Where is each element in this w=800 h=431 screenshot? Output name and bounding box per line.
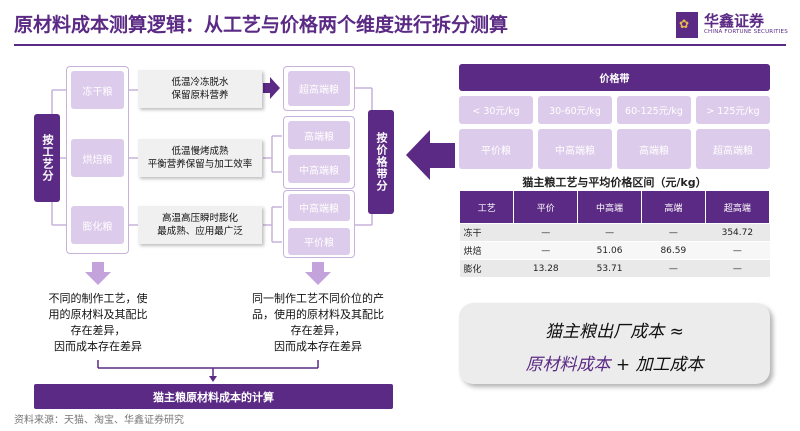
desc-line: 高温高压瞬时膨化 [161, 213, 238, 224]
process-freeze-dried: 冻干粮 [71, 71, 124, 109]
note-line: 因而成本存在差异 [274, 340, 362, 353]
brand-logo-icon: ✿ [676, 12, 698, 38]
note-line: 存在差异， [290, 324, 346, 337]
price-band-header: 价格带 [459, 64, 770, 91]
brand-name: 华鑫证券 [704, 12, 765, 30]
table-row: 膨化 13.28 53.71 — — [459, 259, 770, 278]
desc-line: 低温冷冻脱水 [171, 77, 229, 88]
table-cell: — [513, 223, 578, 242]
formula-line2: 原材料成本 + 加工成本 [459, 350, 770, 375]
note-process-difference: 不同的制作工艺，使 用的原材料及其配比 存在差异， 因而成本存在差异 [20, 291, 176, 355]
price-table-title: 猫主粮工艺与平均价格区间（元/kg） [522, 176, 707, 189]
brand-name-en: CHINA FORTUNE SECURITIES [704, 29, 788, 35]
price-tier: 平价粮 [459, 129, 533, 169]
axis-by-price-band: 按价格带分 [368, 110, 394, 214]
note-line: 同一制作工艺不同价位的产 [252, 292, 384, 305]
tier-budget: 平价粮 [288, 228, 350, 255]
brand-logo: ✿ 华鑫证券 CHINA FORTUNE SECURITIES [676, 10, 792, 42]
price-table: 工艺 平价 中高端 高端 超高端 冻干 — — — 354.72 烘焙 — 51… [458, 190, 771, 278]
table-header: 高端 [640, 190, 706, 224]
desc-line: 保留原料营养 [171, 90, 229, 101]
table-cell: 膨化 [459, 259, 514, 278]
price-tier: 超高端粮 [696, 129, 770, 169]
price-range: < 30元/kg [459, 96, 533, 124]
table-cell: — [705, 259, 770, 278]
table-cell: — [641, 259, 706, 278]
desc-line: 最成熟、应用最广泛 [157, 226, 243, 237]
tier-premium: 高端粮 [288, 121, 350, 149]
table-header: 中高端 [577, 190, 642, 224]
table-cell: 86.59 [641, 241, 706, 260]
table-row: 冻干 — — — 354.72 [459, 223, 770, 242]
table-cell: 烘焙 [459, 241, 514, 260]
table-header: 平价 [513, 190, 579, 224]
note-line: 用的原材料及其配比 [48, 308, 148, 321]
page-title: 原材料成本测算逻辑：从工艺与价格两个维度进行拆分测算 [14, 14, 509, 36]
source-note: 资料来源：天猫、淘宝、华鑫证券研究 [14, 415, 184, 426]
table-cell: 354.72 [705, 223, 770, 242]
table-row: 烘焙 — 51.06 86.59 — [459, 241, 770, 260]
table-header: 工艺 [458, 190, 515, 224]
price-tier: 高端粮 [617, 129, 691, 169]
process-baked: 烘焙粮 [71, 139, 124, 177]
price-range: > 125元/kg [696, 96, 770, 124]
price-range: 60-125元/kg [617, 96, 691, 124]
tier-mid-premium: 中高端粮 [288, 194, 350, 221]
table-cell: — [577, 223, 642, 242]
table-cell: — [513, 241, 578, 260]
table-cell: — [641, 223, 706, 242]
note-price-difference: 同一制作工艺不同价位的产 品，使用的原材料及其配比 存在差异， 因而成本存在差异 [228, 291, 408, 355]
note-line: 因而成本存在差异 [54, 340, 142, 353]
price-range: 30-60元/kg [538, 96, 612, 124]
process-desc-puffed: 高温高压瞬时膨化 最成熟、应用最广泛 [138, 206, 262, 244]
table-header: 超高端 [704, 190, 771, 224]
desc-line: 低温慢烤成熟 [171, 146, 229, 157]
calculation-bar: 猫主粮原材料成本的计算 [34, 384, 393, 409]
note-line: 存在差异， [70, 324, 126, 337]
process-puffed: 膨化粮 [71, 206, 124, 244]
note-line: 不同的制作工艺，使 [48, 292, 148, 305]
price-tier: 中高端粮 [538, 129, 612, 169]
note-line: 品，使用的原材料及其配比 [252, 308, 384, 321]
axis-by-process: 按工艺分 [34, 114, 60, 202]
cost-formula: 猫主粮出厂成本 ≈ 原材料成本 + 加工成本 [459, 303, 770, 384]
tier-super-premium: 超高端粮 [288, 71, 350, 106]
process-desc-freeze-dried: 低温冷冻脱水 保留原料营养 [138, 70, 262, 108]
header-divider [14, 44, 786, 46]
table-cell: 51.06 [577, 241, 642, 260]
tier-mid-premium: 中高端粮 [288, 155, 350, 183]
desc-line: 平衡营养保留与加工效率 [147, 159, 253, 170]
table-cell: 冻干 [459, 223, 514, 242]
process-desc-baked: 低温慢烤成熟 平衡营养保留与加工效率 [138, 139, 262, 177]
formula-processing: + 加工成本 [610, 355, 704, 375]
formula-raw-material: 原材料成本 [525, 355, 611, 375]
table-cell: — [705, 241, 770, 260]
table-cell: 53.71 [577, 259, 642, 278]
formula-line1: 猫主粮出厂成本 ≈ [545, 322, 684, 342]
table-cell: 13.28 [513, 259, 578, 278]
